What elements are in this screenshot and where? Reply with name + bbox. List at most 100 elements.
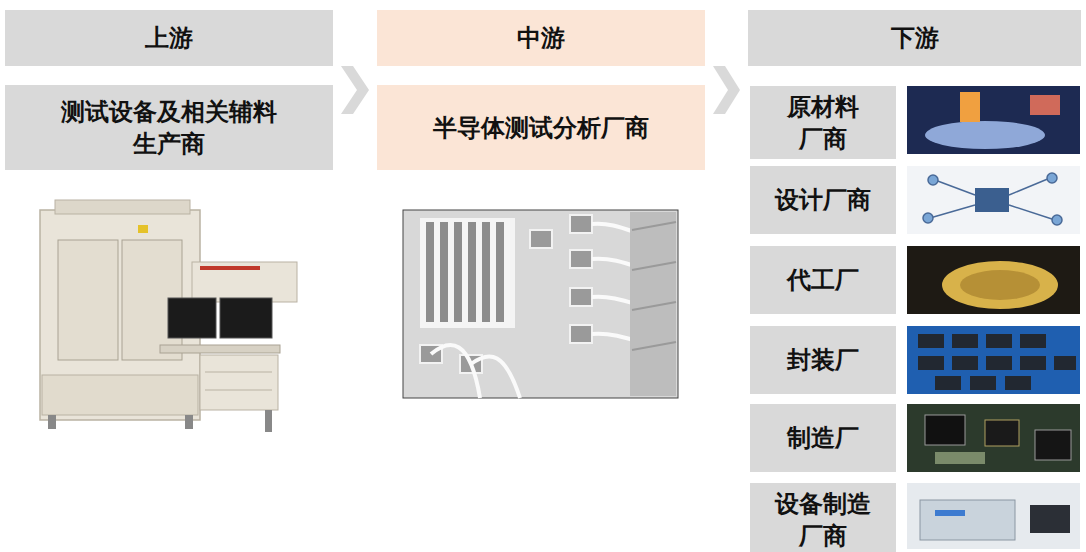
photo-bg	[907, 166, 1080, 234]
chip	[975, 188, 1009, 212]
photo-bg	[907, 326, 1080, 394]
trace	[930, 205, 975, 218]
wafer-sheen	[960, 270, 1040, 300]
chip	[925, 415, 965, 445]
comb-bar	[482, 222, 490, 322]
stage-header: 上游	[5, 10, 333, 66]
drawer-line	[205, 390, 272, 391]
stage-box: 测试设备及相关辅料 生产商	[5, 85, 333, 170]
monitor	[220, 298, 272, 338]
comb-bar	[468, 222, 476, 322]
box-label: 制造厂	[787, 422, 859, 453]
lead-frame	[630, 212, 676, 396]
chip	[1035, 430, 1071, 460]
wafer	[925, 121, 1045, 149]
node-dot	[928, 175, 938, 185]
chip	[970, 376, 996, 390]
bond-pad	[570, 215, 592, 233]
box-label: 封装厂	[787, 344, 859, 375]
light	[960, 92, 980, 122]
trace	[1009, 178, 1050, 195]
box-label: 半导体测试分析厂商	[433, 112, 649, 143]
component	[935, 452, 985, 464]
chip	[952, 334, 978, 348]
photo-foundry	[907, 246, 1080, 314]
photo-bg	[907, 246, 1080, 314]
trace	[935, 180, 975, 195]
monitor	[168, 298, 216, 338]
box-label: 上游	[145, 22, 193, 53]
flow-chevron	[713, 66, 740, 114]
cabinet-base	[42, 375, 198, 415]
chip	[918, 356, 944, 370]
comb-bar	[440, 222, 448, 322]
desk-cabinet	[200, 355, 278, 410]
stage-header: 下游	[748, 10, 1081, 66]
category-box: 代工厂	[750, 246, 896, 314]
photo-bg	[907, 404, 1080, 472]
lead-line	[632, 342, 676, 350]
chip	[986, 356, 1012, 370]
bond-pad	[570, 288, 592, 306]
photo-packaging	[907, 326, 1080, 394]
node-dot	[1052, 215, 1062, 225]
bond-pad	[570, 250, 592, 268]
chip	[1054, 356, 1076, 370]
photo-bg	[907, 86, 1080, 154]
bond-pad	[570, 325, 592, 343]
photo-manufacturing	[907, 404, 1080, 472]
cabinet-top	[55, 200, 190, 214]
bond-wire	[471, 356, 520, 398]
image-frame	[403, 210, 678, 398]
box-label: 代工厂	[787, 264, 859, 295]
flow-chevron	[341, 66, 369, 114]
monitor	[1030, 505, 1070, 533]
cabinet-door	[58, 240, 118, 360]
box-label: 测试设备及相关辅料 生产商	[49, 96, 289, 158]
category-box: 封装厂	[750, 326, 896, 394]
leg	[48, 415, 56, 429]
chip	[1005, 376, 1031, 390]
stage-header: 中游	[377, 10, 705, 66]
sem-image	[403, 210, 678, 398]
lead-line	[632, 302, 676, 310]
lead-line	[632, 222, 676, 230]
bond-pad	[530, 230, 552, 248]
category-box: 设备制造 厂商	[750, 483, 896, 552]
category-box: 制造厂	[750, 404, 896, 472]
wafer	[942, 261, 1058, 309]
equipment-illustration	[40, 200, 297, 432]
machine-stripe	[935, 510, 965, 516]
photo-design	[907, 166, 1080, 234]
photo-bg	[907, 483, 1080, 549]
leg	[185, 415, 193, 429]
bond-wire	[431, 345, 480, 398]
warning-label	[138, 225, 148, 233]
side-unit	[192, 262, 297, 302]
box-label: 原材料 厂商	[775, 91, 871, 153]
brand-stripe	[200, 266, 260, 270]
stage-box: 半导体测试分析厂商	[377, 85, 705, 170]
chip	[986, 334, 1012, 348]
comb-bar	[454, 222, 462, 322]
chip	[1020, 334, 1046, 348]
box-label: 下游	[891, 22, 939, 53]
chip	[1020, 356, 1046, 370]
box-label: 中游	[517, 22, 565, 53]
category-box: 原材料 厂商	[750, 86, 896, 159]
chip	[918, 334, 944, 348]
photo-equipment-maker	[907, 483, 1080, 549]
chip	[985, 420, 1019, 446]
node-dot	[1047, 173, 1057, 183]
chip	[935, 376, 961, 390]
lead-line	[632, 262, 676, 270]
box-label: 设备制造 厂商	[773, 488, 874, 550]
desk-top	[160, 345, 280, 353]
light	[1030, 95, 1060, 115]
comb-bar	[496, 222, 504, 322]
category-box: 设计厂商	[750, 166, 896, 234]
comb-bar	[426, 222, 434, 322]
